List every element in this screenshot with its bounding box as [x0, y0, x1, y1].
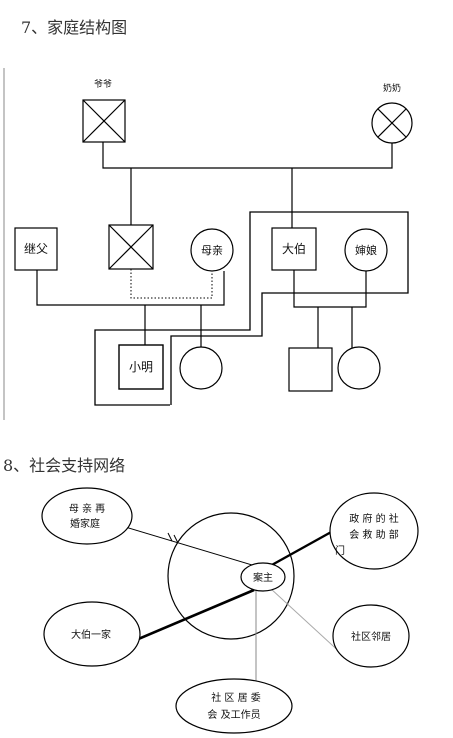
- mother-family-node: [41, 487, 133, 545]
- xiaoming-label: 小明: [129, 360, 153, 374]
- social-support-heading: 8、社会支持网络: [3, 456, 126, 475]
- mother-family-label-line2: 婚家庭: [70, 517, 100, 530]
- neighbors-node: [332, 604, 410, 668]
- family-structure-heading: 7、家庭结构图: [21, 18, 128, 37]
- committee-node: [175, 678, 293, 734]
- mother-family-link: [121, 525, 263, 569]
- neighbors-link: [269, 587, 345, 657]
- client-label: 案主: [253, 571, 273, 584]
- grandfather-label: 爷爷: [94, 78, 112, 90]
- stepfather-mother-marriage-line: [36, 270, 225, 306]
- cousin-female-symbol: [337, 346, 381, 390]
- uncle-aunt-marriage-line: [293, 270, 367, 308]
- mother-label: 母亲: [201, 243, 223, 257]
- half-sister-symbol: [179, 346, 223, 390]
- aunt-label: 婶娘: [355, 243, 377, 257]
- grandfather-deceased-symbol: [82, 99, 126, 143]
- committee-label-line2: 会 及工作员: [207, 708, 260, 721]
- environment-circle: [167, 512, 295, 640]
- cousin-male-symbol: [288, 347, 333, 392]
- grandparents-marriage-line: [102, 142, 393, 169]
- government-label-line1: 政 府 的 社: [349, 512, 399, 525]
- government-node: [329, 492, 419, 570]
- uncle-label: 大伯: [282, 241, 306, 256]
- household-boundary: [94, 211, 409, 406]
- grandmother-label: 奶奶: [383, 82, 401, 94]
- family-genogram: 爷爷 奶奶 继父 母亲 大伯 婶娘 小明: [3, 68, 413, 420]
- father-mother-dotted-line: [130, 269, 213, 299]
- client-node: [240, 562, 286, 592]
- committee-label-line1: 社 区 居 委: [211, 691, 261, 704]
- neighbors-label: 社区邻居: [351, 630, 391, 643]
- stepfather-symbol: [14, 227, 58, 271]
- uncle-family-label: 大伯一家: [71, 628, 111, 641]
- uncle-family-node: [43, 601, 141, 667]
- xiaoming-symbol: [118, 344, 164, 390]
- government-label-line2: 会 救 助 部: [349, 528, 399, 541]
- stepfather-label: 继父: [24, 242, 48, 256]
- mother-family-label-line1: 母 亲 再: [69, 502, 105, 515]
- government-label-line3: 门: [335, 544, 345, 557]
- uncle-family-link: [135, 588, 255, 642]
- government-link: [269, 529, 334, 568]
